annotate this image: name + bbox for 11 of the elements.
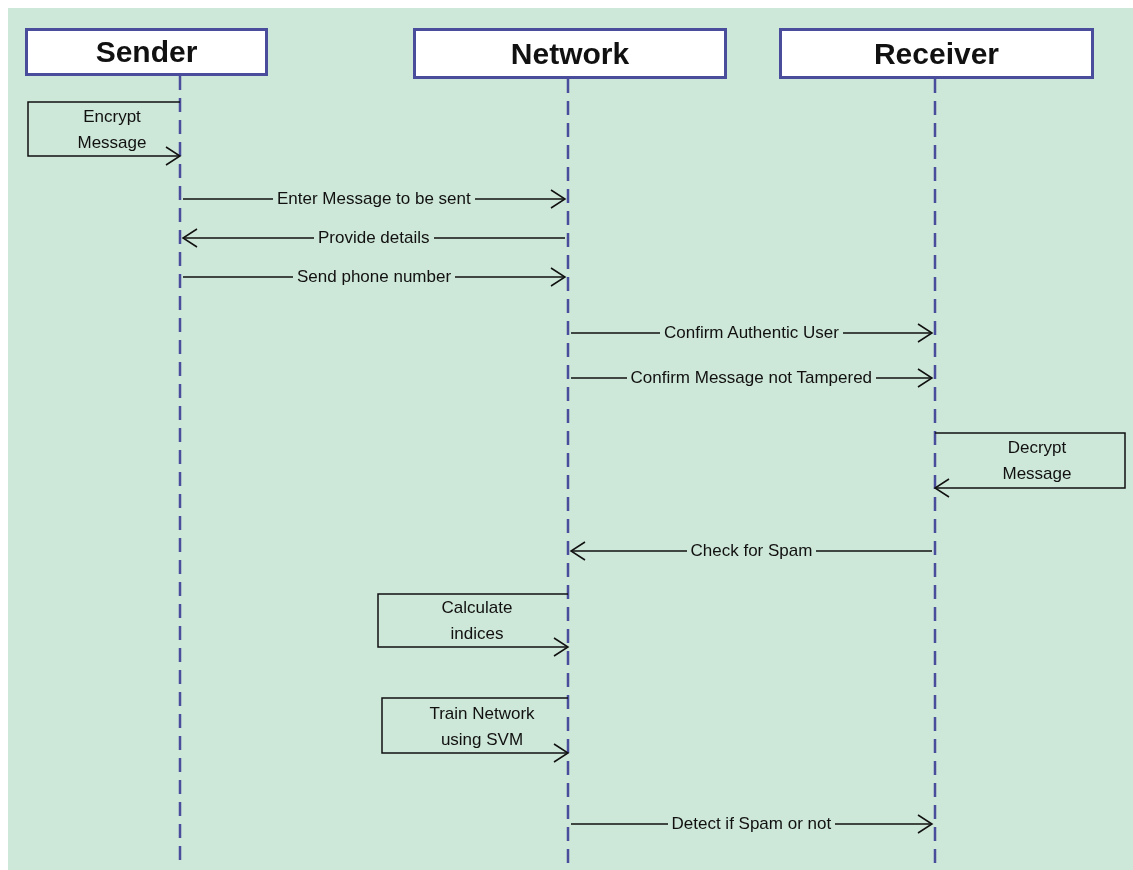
message-label: Decrypt Message bbox=[1001, 437, 1073, 485]
message-arrow bbox=[381, 697, 569, 763]
message-label: Train Network using SVM bbox=[428, 703, 536, 751]
message-arrow bbox=[377, 593, 569, 657]
participant-name: Receiver bbox=[873, 36, 1000, 71]
participant-name: Network bbox=[510, 36, 630, 71]
message-arrow bbox=[27, 101, 181, 166]
participant-name: Sender bbox=[95, 35, 198, 69]
message-label: Calculate indices bbox=[440, 597, 514, 645]
message-arrow bbox=[934, 432, 1126, 498]
message-label: Encrypt Message bbox=[76, 106, 148, 154]
